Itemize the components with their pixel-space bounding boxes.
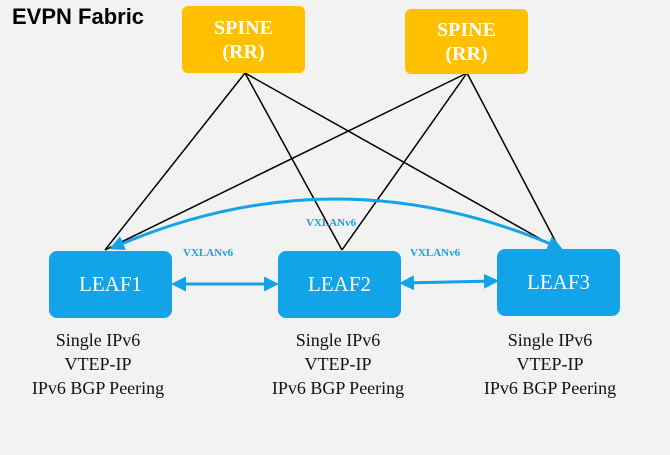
leaf-2-caption: Single IPv6 VTEP-IP IPv6 BGP Peering (254, 328, 422, 400)
vxlan-label-leaf1-leaf2: VXLANv6 (183, 247, 234, 259)
leaf-3-label: LEAF3 (527, 270, 590, 294)
leaf-node-3: LEAF3 (497, 249, 620, 316)
leaf-node-2: LEAF2 (278, 251, 401, 318)
leaf-node-1: LEAF1 (49, 251, 172, 318)
leaf-3-caption: Single IPv6 VTEP-IP IPv6 BGP Peering (466, 328, 634, 400)
uplink-spine2-leaf3 (466, 72, 561, 251)
leaf-1-caption-line-3: IPv6 BGP Peering (31, 378, 165, 398)
vxlan-link-leaf1-leaf3 (109, 197, 563, 251)
leaf-1-caption: Single IPv6 VTEP-IP IPv6 BGP Peering (14, 328, 182, 400)
uplink-spine1-leaf2 (244, 72, 343, 251)
spine-1-role: (RR) (222, 40, 265, 63)
spine-2-label: SPINE (437, 18, 496, 41)
spine-1-label: SPINE (214, 16, 273, 39)
leaf-2-label: LEAF2 (308, 272, 371, 296)
leaf-2-caption-line-2: VTEP-IP (304, 354, 372, 374)
uplink-spine1-leaf3 (244, 72, 561, 251)
uplink-spine2-leaf1 (104, 72, 468, 251)
leaf-2-caption-line-1: Single IPv6 (295, 330, 381, 350)
spine-node-2: SPINE (RR) (405, 9, 528, 74)
vxlan-label-leaf1-leaf3: VXLANv6 (306, 217, 357, 229)
leaf-1-caption-line-2: VTEP-IP (64, 354, 132, 374)
leaf-3-caption-line-1: Single IPv6 (507, 330, 593, 350)
leaf-1-caption-line-1: Single IPv6 (55, 330, 141, 350)
spine-node-1: SPINE (RR) (182, 6, 305, 73)
spine-2-role: (RR) (445, 42, 488, 65)
uplink-spine1-leaf1 (104, 72, 246, 251)
page-title: EVPN Fabric (12, 4, 145, 29)
vxlan-label-leaf2-leaf3: VXLANv6 (410, 247, 461, 259)
vxlan-link-leaf2-leaf3 (399, 273, 499, 291)
leaf-3-caption-line-3: IPv6 BGP Peering (483, 378, 617, 398)
leaf-3-caption-line-2: VTEP-IP (516, 354, 584, 374)
leaf-2-caption-line-3: IPv6 BGP Peering (271, 378, 405, 398)
uplink-spine2-leaf2 (341, 72, 468, 251)
leaf-1-label: LEAF1 (79, 272, 142, 296)
